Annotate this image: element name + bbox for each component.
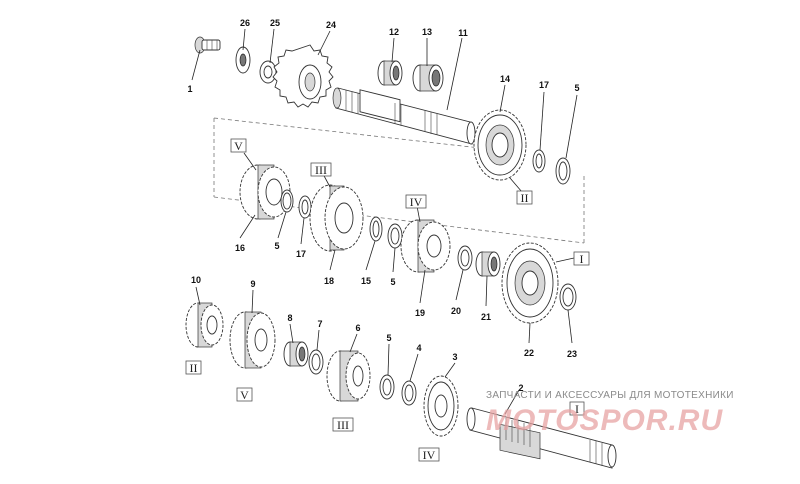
svg-text:V: V — [240, 388, 249, 402]
gear-label-v-top: V — [230, 138, 247, 153]
callout-4: 4 — [416, 343, 421, 353]
part-clip-5b — [280, 189, 294, 213]
gear-label-iv-bottom: IV — [418, 447, 440, 462]
callout-14: 14 — [500, 74, 510, 84]
callout-17a: 17 — [539, 80, 549, 90]
gear-label-iii-bottom: III — [332, 417, 354, 432]
callout-8: 8 — [287, 313, 292, 323]
part-gear-19 — [400, 219, 451, 273]
part-gear-18 — [309, 184, 364, 252]
svg-text:III: III — [337, 418, 349, 432]
leader-lines — [191, 28, 578, 415]
svg-text:IV: IV — [423, 448, 436, 462]
part-gear-9 — [229, 311, 276, 369]
part-gear-16 — [239, 164, 291, 220]
callout-12: 12 — [389, 27, 399, 37]
callout-15: 15 — [361, 276, 371, 286]
part-main-shaft — [332, 87, 476, 145]
svg-text:III: III — [315, 163, 327, 177]
part-ring-4 — [401, 380, 417, 406]
watermark-tagline: ЗАПЧАСТИ И АКСЕССУАРЫ ДЛЯ МОТОТЕХНИКИ — [486, 390, 734, 401]
part-gear-10 — [185, 302, 224, 348]
callout-22: 22 — [524, 348, 534, 358]
callout-13: 13 — [422, 27, 432, 37]
gear-label-v-bottom: V — [236, 387, 253, 402]
svg-text:II: II — [521, 191, 529, 205]
part-ring-17a — [532, 149, 546, 173]
part-bearing-21 — [475, 251, 501, 277]
svg-text:V: V — [234, 139, 243, 153]
part-bearing-8 — [283, 341, 309, 367]
part-clip-5a — [555, 157, 571, 185]
gear-label-ii-bottom: II — [185, 360, 202, 375]
callout-3: 3 — [452, 352, 457, 362]
callout-5c: 5 — [390, 277, 395, 287]
callout-20: 20 — [451, 306, 461, 316]
gear-label-iii-top: III — [310, 162, 332, 177]
part-bolt — [194, 36, 221, 54]
callout-24: 24 — [326, 20, 336, 30]
svg-text:IV: IV — [410, 195, 423, 209]
callout-5a: 5 — [574, 83, 579, 93]
part-ring-20 — [457, 245, 473, 271]
part-sprocket — [272, 44, 334, 108]
part-ring-17b — [298, 195, 312, 219]
svg-text:II: II — [190, 361, 198, 375]
part-ring-7 — [308, 349, 324, 375]
part-washer-23 — [559, 283, 577, 311]
part-bearing-13 — [412, 64, 444, 92]
callout-18: 18 — [324, 276, 334, 286]
callout-9: 9 — [250, 279, 255, 289]
part-clip-5c — [387, 223, 403, 249]
part-gear-22 — [501, 242, 559, 324]
callout-19: 19 — [415, 308, 425, 318]
part-gear-14 — [473, 109, 527, 181]
callout-7: 7 — [317, 319, 322, 329]
group-frame — [213, 117, 585, 244]
callout-1: 1 — [187, 84, 192, 94]
part-countershaft — [466, 407, 617, 469]
callout-5d: 5 — [386, 333, 391, 343]
callout-25: 25 — [270, 18, 280, 28]
gear-label-i-bottom: I — [569, 401, 585, 416]
callout-17b: 17 — [296, 249, 306, 259]
callout-21: 21 — [481, 312, 491, 322]
callout-23: 23 — [567, 349, 577, 359]
callout-5b: 5 — [274, 241, 279, 251]
part-clip-5d — [379, 374, 395, 400]
callout-11: 11 — [458, 28, 468, 38]
svg-text:I: I — [580, 252, 584, 266]
part-ring-15 — [369, 216, 383, 242]
callout-26: 26 — [240, 18, 250, 28]
part-gear-6 — [326, 350, 371, 402]
callout-10: 10 — [191, 275, 201, 285]
svg-text:I: I — [575, 402, 579, 416]
part-washer-26 — [235, 46, 251, 74]
part-washer-25 — [259, 60, 277, 84]
part-gear-3 — [423, 375, 459, 437]
watermark-brand: MOTOSPOR.RU — [486, 404, 723, 437]
gear-label-ii-top: II — [516, 190, 533, 205]
callout-2: 2 — [518, 383, 523, 393]
gear-label-i-top: I — [573, 251, 590, 266]
callout-16: 16 — [235, 243, 245, 253]
part-bearing-12 — [377, 60, 403, 86]
gear-label-iv-top: IV — [405, 194, 427, 209]
callout-6: 6 — [355, 323, 360, 333]
